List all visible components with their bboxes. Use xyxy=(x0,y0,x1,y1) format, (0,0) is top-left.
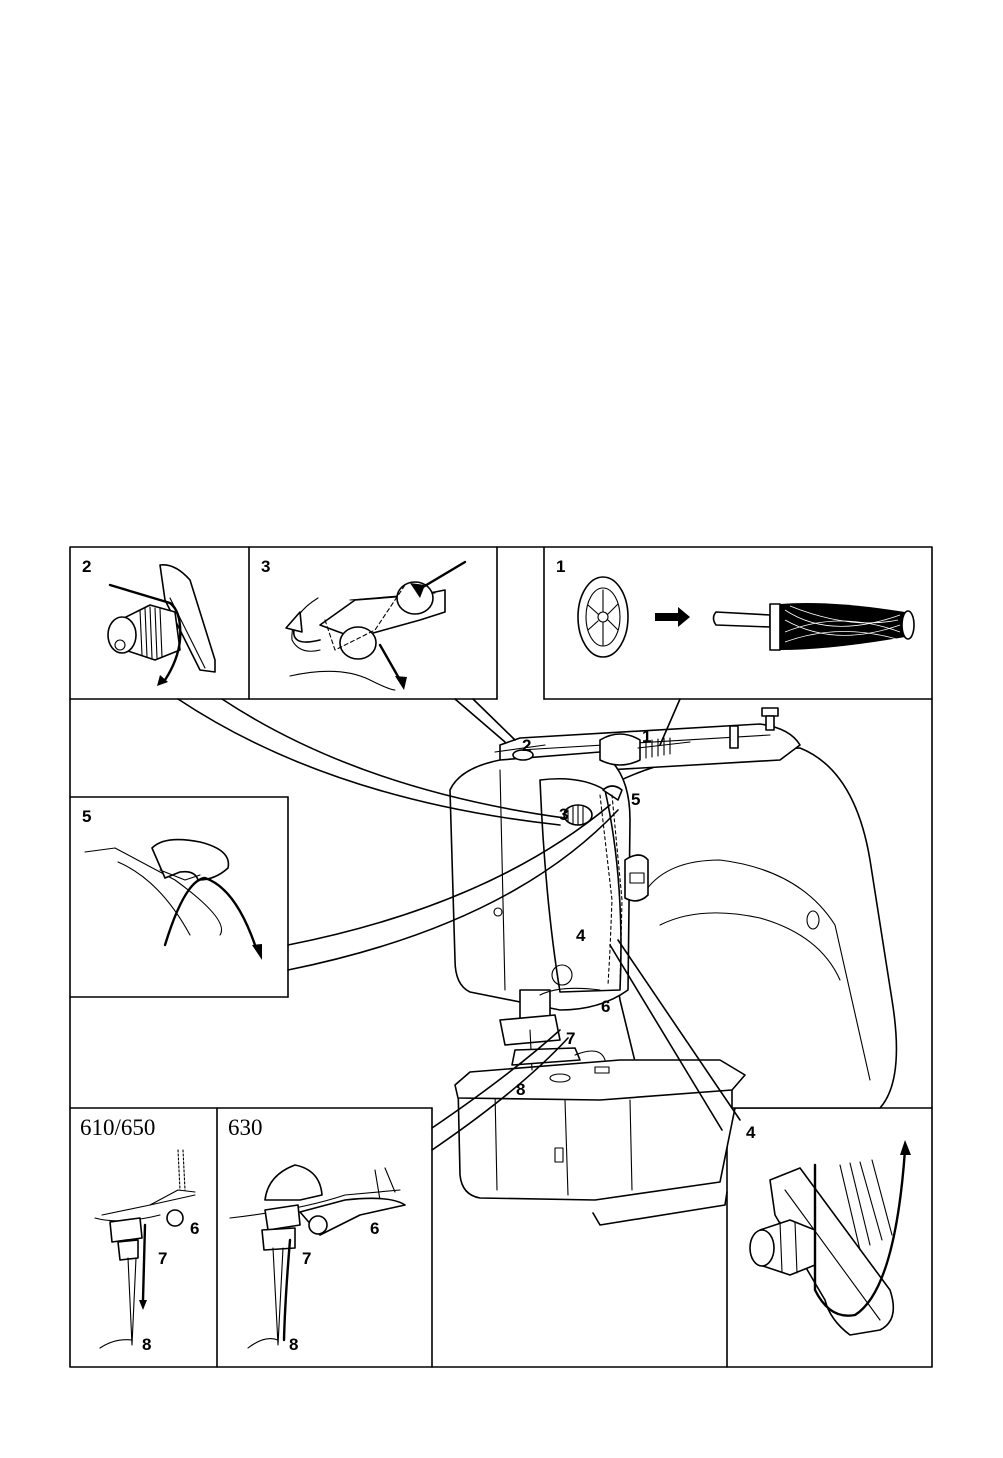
model-630: 630 xyxy=(228,1115,263,1140)
needle-610-label-6: 6 xyxy=(190,1219,199,1238)
callout-5: 5 xyxy=(631,790,640,809)
panel-thread-guide: 2 xyxy=(82,557,215,686)
panel-spool: 1 xyxy=(556,557,914,657)
needle-630-label-6: 6 xyxy=(370,1219,379,1238)
panel-2-number: 2 xyxy=(82,557,91,576)
panel-4-number: 4 xyxy=(746,1123,756,1142)
panel-needle-630: 630 6 7 8 xyxy=(228,1115,405,1354)
needle-630-label-7: 7 xyxy=(302,1249,311,1268)
panel-1-number: 1 xyxy=(556,557,565,576)
panel-tension: 3 xyxy=(261,557,465,690)
sewing-machine xyxy=(450,708,896,1225)
callout-6: 6 xyxy=(601,997,610,1016)
callout-2: 2 xyxy=(522,736,531,755)
callout-3: 3 xyxy=(559,805,568,824)
callout-4: 4 xyxy=(576,926,586,945)
callout-1: 1 xyxy=(642,727,651,746)
panel-3-number: 3 xyxy=(261,557,270,576)
panel-5-number: 5 xyxy=(82,807,91,826)
callout-7: 7 xyxy=(566,1029,575,1048)
panel-take-up-lever: 5 xyxy=(82,807,262,960)
model-610-650: 610/650 xyxy=(80,1115,155,1140)
needle-610-label-7: 7 xyxy=(158,1249,167,1268)
panel-needle-610: 610/650 6 7 8 xyxy=(80,1115,199,1354)
panel-guide-4: 4 xyxy=(746,1123,911,1335)
needle-610-label-8: 8 xyxy=(142,1335,151,1354)
callout-8: 8 xyxy=(516,1080,525,1099)
needle-630-label-8: 8 xyxy=(289,1335,298,1354)
